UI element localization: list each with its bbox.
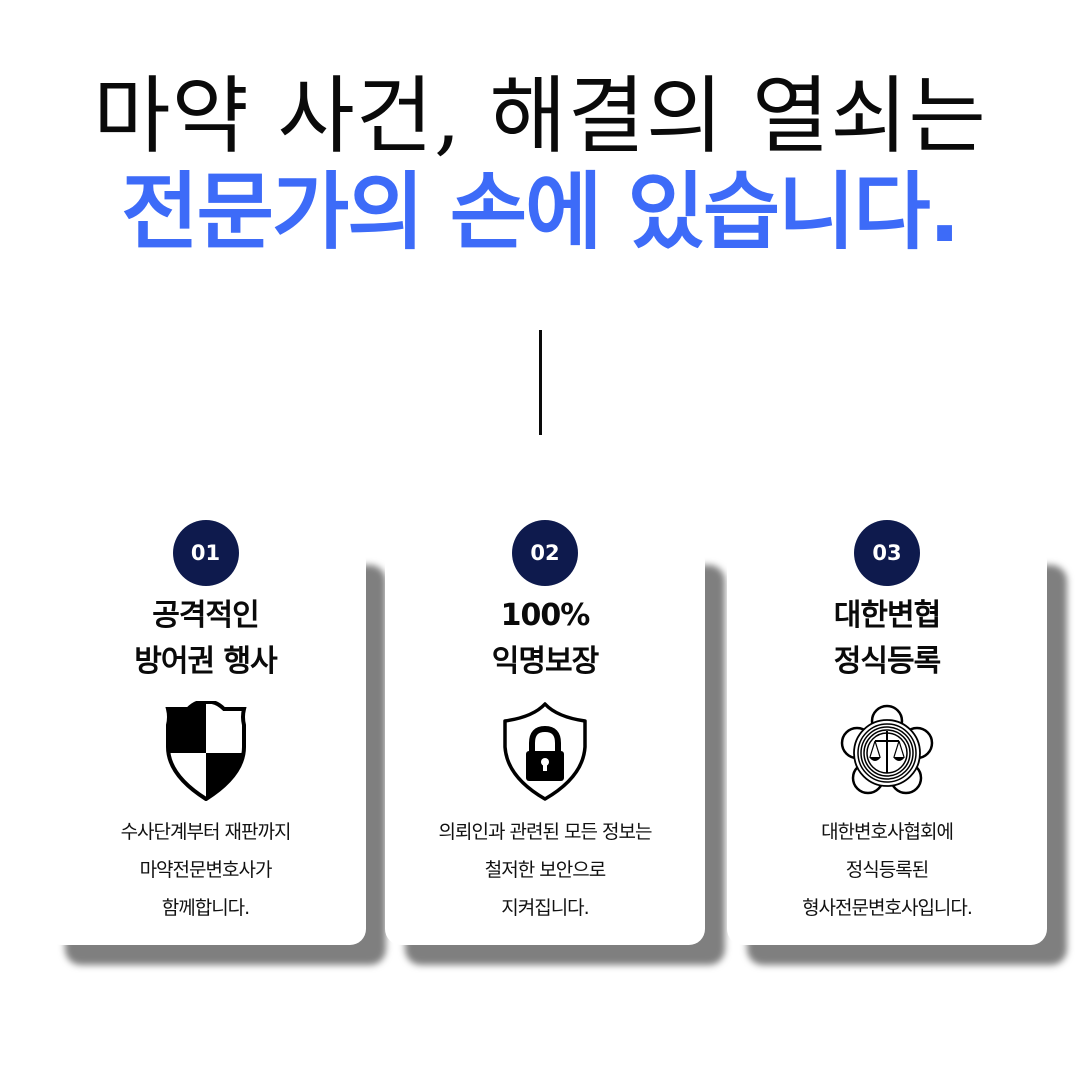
card-title-line: 공격적인 <box>152 598 259 633</box>
card-description: 의뢰인과 관련된 모든 정보는 철저한 보안으로 지켜집니다. <box>385 813 705 927</box>
step-badge: 03 <box>854 520 920 586</box>
card-description-line: 형사전문변호사입니다. <box>802 897 973 919</box>
checkered-shield-icon <box>156 701 256 801</box>
step-badge: 02 <box>512 520 578 586</box>
card-description-line: 정식등록된 <box>845 859 929 881</box>
card-description-line: 지켜집니다. <box>501 897 589 919</box>
card-title-line: 정식등록 <box>833 644 941 679</box>
card-title: 공격적인 방어권 행사 <box>45 593 366 685</box>
card-title-line: 100% <box>500 598 591 633</box>
card-title: 100% 익명보장 <box>385 593 705 685</box>
card-description-line: 마약전문변호사가 <box>139 859 273 881</box>
bar-association-emblem-icon <box>837 701 937 801</box>
card-description-line: 의뢰인과 관련된 모든 정보는 <box>438 821 653 843</box>
shield-lock-icon <box>495 701 595 801</box>
feature-card-registration: 03 대한변협 정식등록 <box>727 520 1047 945</box>
headline-line-1: 마약 사건, 해결의 열쇠는 <box>93 67 987 165</box>
headline-line-2: 전문가의 손에 있습니다. <box>121 163 960 261</box>
card-description: 수사단계부터 재판까지 마약전문변호사가 함께합니다. <box>45 813 366 927</box>
feature-card-anonymity: 02 100% 익명보장 의뢰인과 관련된 모든 정보는 철저한 보안으로 지켜… <box>385 520 705 945</box>
card-description-line: 수사단계부터 재판까지 <box>120 821 292 843</box>
feature-card-defense: 01 공격적인 방어권 행사 수사단계부터 재판까지 마약전문변호사가 함께합니… <box>45 520 366 945</box>
card-description-line: 대한변호사협회에 <box>821 821 954 843</box>
step-badge: 01 <box>172 520 239 586</box>
card-title: 대한변협 정식등록 <box>727 593 1047 685</box>
card-description-line: 철저한 보안으로 <box>484 859 606 881</box>
card-description-line: 함께합니다. <box>161 897 250 919</box>
card-title-line: 대한변협 <box>833 598 941 633</box>
card-title-line: 방어권 행사 <box>134 644 277 679</box>
card-title-line: 익명보장 <box>491 644 599 679</box>
card-description: 대한변호사협회에 정식등록된 형사전문변호사입니다. <box>727 813 1047 927</box>
vertical-divider <box>539 330 542 435</box>
